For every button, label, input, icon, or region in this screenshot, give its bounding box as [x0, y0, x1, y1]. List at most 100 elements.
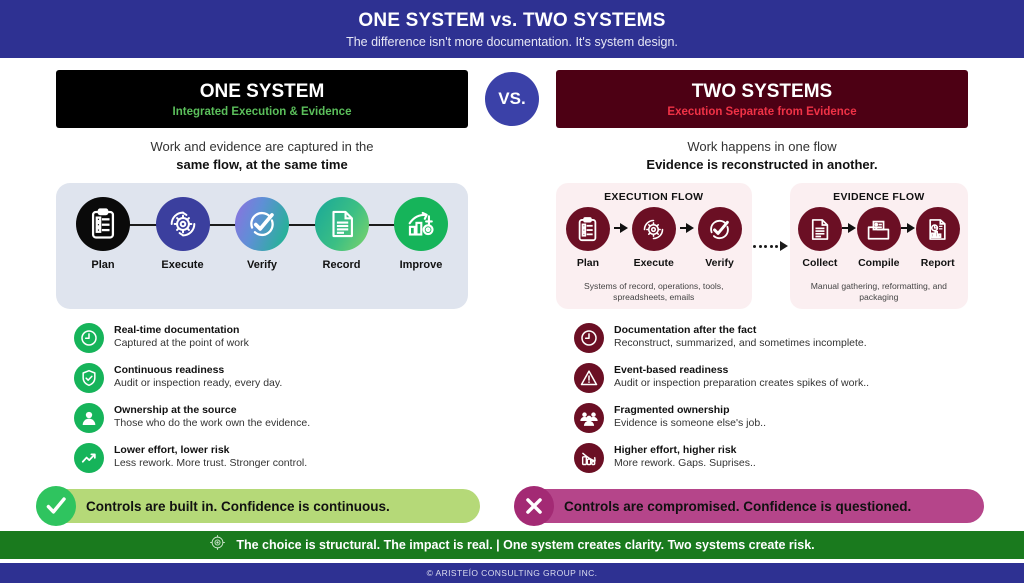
list-item: Continuous readiness Audit or inspection…	[74, 363, 468, 394]
arrow-icon	[613, 223, 628, 234]
list-item-title: Documentation after the fact	[614, 324, 757, 337]
execution-flow-panel: EXECUTION FLOW Plan	[556, 183, 752, 310]
flow-node-label: Execute	[633, 257, 674, 270]
flow-node-label: Verify	[247, 259, 277, 272]
list-item-desc: Less rework. More trust. Stronger contro…	[114, 457, 308, 470]
flow-node-label: Compile	[858, 257, 900, 270]
caption-row: Work and evidence are captured in the sa…	[0, 138, 1024, 173]
caption-line-1: Work happens in one flow	[687, 139, 837, 154]
document-lines-icon	[314, 197, 369, 252]
evidence-flow-panel: EVIDENCE FLOW Collect	[789, 183, 968, 310]
gear-cycle-icon	[155, 197, 210, 252]
flow-node-collect: Collect	[797, 207, 842, 269]
flow-node-label: Improve	[399, 259, 443, 272]
comparison-columns: Plan Execute	[0, 183, 1024, 483]
two-systems-verdict: Controls are compromised. Confidence is …	[514, 486, 984, 527]
warning-triangle-icon	[574, 363, 604, 394]
flow-node-plan: Plan	[565, 207, 610, 270]
list-item-text: Event-based readiness Audit or inspectio…	[614, 363, 869, 391]
list-item-text: Documentation after the fact Reconstruct…	[614, 323, 867, 351]
flow-node-execute: Execute	[631, 207, 676, 270]
verdict-text: Controls are compromised. Confidence is …	[564, 498, 912, 514]
list-item-desc: Those who do the work own the evidence.	[114, 417, 311, 430]
x-mark-icon	[514, 486, 554, 527]
page-subtitle: The difference isn't more documentation.…	[346, 34, 678, 49]
growth-chart-gear-icon	[394, 197, 448, 252]
one-system-column: Plan Execute	[56, 183, 468, 483]
trend-up-icon	[74, 443, 104, 474]
footer-tagline: The choice is structural. The impact is …	[236, 538, 815, 553]
list-item: Lower effort, lower risk Less rework. Mo…	[74, 443, 468, 474]
dotted-arrow-icon	[752, 183, 790, 309]
flow-node-label: Verify	[705, 257, 734, 270]
evidence-flow-track: Collect Compile	[797, 207, 960, 278]
flow-node-label: Plan	[576, 257, 600, 270]
copyright-bar: © ARISTEÍO CONSULTING GROUP INC.	[0, 563, 1024, 583]
flow-node-record: Record	[305, 197, 379, 271]
list-item-desc: Audit or inspection preparation creates …	[614, 377, 870, 390]
flow-node-label: Record	[322, 259, 361, 272]
banner-row: ONE SYSTEM Integrated Execution & Eviden…	[0, 70, 1024, 128]
execution-flow-note: Systems of record, operations, tools, sp…	[584, 280, 724, 302]
caption-line-2: same flow, at the same time	[176, 156, 348, 172]
separated-flow-panels: EXECUTION FLOW Plan	[556, 183, 968, 310]
footer-tagline-bar: The choice is structural. The impact is …	[0, 531, 1024, 560]
check-cycle-icon	[697, 207, 742, 252]
list-item: Ownership at the source Those who do the…	[74, 403, 468, 434]
list-item-text: Continuous readiness Audit or inspection…	[114, 363, 282, 391]
one-system-banner: ONE SYSTEM Integrated Execution & Eviden…	[56, 70, 468, 128]
trend-down-icon	[574, 443, 604, 474]
list-item-text: Lower effort, lower risk Less rework. Mo…	[114, 443, 307, 471]
execution-flow-title: EXECUTION FLOW	[604, 191, 704, 204]
one-system-subtitle: Integrated Execution & Evidence	[172, 105, 352, 118]
two-systems-subtitle: Execution Separate from Evidence	[667, 105, 857, 118]
list-item-title: Real-time documentation	[114, 324, 240, 337]
arrow-icon	[901, 223, 916, 234]
one-system-benefits-list: Real-time documentation Captured at the …	[56, 323, 468, 474]
clipboard-checklist-icon	[565, 207, 610, 252]
check-cycle-icon	[235, 197, 289, 252]
flow-node-label: Execute	[161, 259, 204, 272]
flow-node-compile: Compile	[856, 207, 901, 270]
people-group-icon	[574, 403, 604, 434]
caption-line-2: Evidence is reconstructed in another.	[646, 156, 878, 172]
folder-icon	[856, 207, 901, 252]
list-item-title: Continuous readiness	[114, 364, 225, 377]
one-system-caption: Work and evidence are captured in the sa…	[56, 138, 468, 173]
flow-node-label: Plan	[91, 259, 115, 272]
one-system-verdict: Controls are built in. Confidence is con…	[36, 486, 480, 527]
list-item-title: Fragmented ownership	[614, 404, 730, 417]
list-item-desc: Reconstruct, summarized, and sometimes i…	[614, 337, 867, 350]
list-item-desc: Evidence is someone else's job..	[614, 417, 767, 430]
page-header: ONE SYSTEM vs. TWO SYSTEMS The differenc…	[0, 0, 1024, 58]
list-item: Documentation after the fact Reconstruct…	[574, 323, 968, 354]
page-title: ONE SYSTEM vs. TWO SYSTEMS	[358, 9, 666, 31]
list-item-desc: Captured at the point of work	[114, 337, 249, 350]
clock-icon	[574, 323, 604, 354]
list-item-desc: More rework. Gaps. Suprises..	[614, 457, 756, 470]
verdict-row: Controls are built in. Confidence is con…	[0, 486, 1024, 527]
list-item-title: Ownership at the source	[114, 404, 237, 417]
two-systems-drawbacks-list: Documentation after the fact Reconstruct…	[556, 323, 968, 474]
integrated-flow-panel: Plan Execute	[56, 183, 468, 310]
document-lines-icon	[797, 207, 842, 252]
vs-badge: VS.	[485, 72, 539, 126]
flow-node-improve: Improve	[384, 197, 458, 271]
verdict-text: Controls are built in. Confidence is con…	[86, 498, 390, 514]
list-item: Real-time documentation Captured at the …	[74, 323, 468, 354]
flow-node-verify: Verify	[697, 207, 742, 270]
gear-cycle-icon	[631, 207, 676, 252]
checkmark-icon	[36, 486, 76, 527]
flow-node-report: Report	[915, 207, 960, 270]
flow-node-label: Report	[920, 257, 955, 270]
list-item-text: Fragmented ownership Evidence is someone…	[614, 403, 766, 431]
list-item: Event-based readiness Audit or inspectio…	[574, 363, 968, 394]
integrated-flow-track: Plan Execute	[66, 197, 458, 271]
flow-node-execute: Execute	[146, 197, 220, 271]
two-systems-title: TWO SYSTEMS	[691, 80, 833, 102]
clock-icon	[74, 323, 104, 354]
arrow-icon	[679, 223, 694, 234]
list-item-text: Real-time documentation Captured at the …	[114, 323, 249, 351]
one-system-title: ONE SYSTEM	[199, 80, 325, 102]
two-systems-column: EXECUTION FLOW Plan	[556, 183, 968, 483]
